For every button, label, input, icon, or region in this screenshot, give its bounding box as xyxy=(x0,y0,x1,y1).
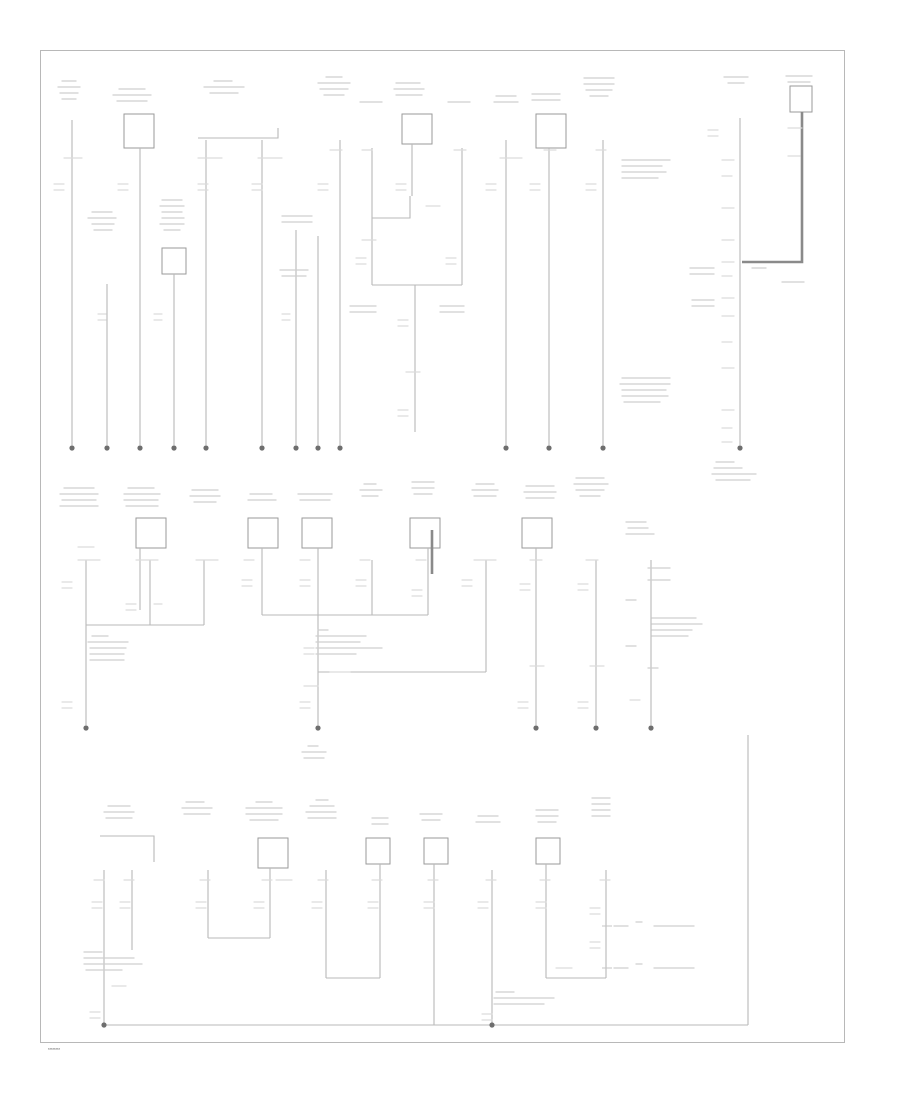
component-box xyxy=(535,113,567,149)
ground-terminal xyxy=(259,445,265,451)
ground-terminal xyxy=(737,445,743,451)
row3-component-boxes xyxy=(100,835,561,869)
ground-terminal xyxy=(203,445,209,451)
component-box xyxy=(401,113,433,145)
component-box xyxy=(161,247,187,275)
component-box xyxy=(789,85,813,113)
ground-terminal xyxy=(171,445,177,451)
ground-terminal xyxy=(315,445,321,451)
row1-wires xyxy=(71,112,804,445)
row3-ground-terminals xyxy=(101,1022,495,1028)
diagram-code: ▭▭▭▭ xyxy=(48,1046,61,1052)
row3-wires xyxy=(103,735,749,1026)
diagram-frame xyxy=(40,50,845,1043)
row2-wire-labels xyxy=(61,546,703,759)
component-box xyxy=(123,113,155,149)
ground-terminal xyxy=(137,445,143,451)
row1-wire-labels xyxy=(53,127,805,481)
row2-component-labels xyxy=(59,477,655,535)
row1-component-labels xyxy=(57,75,813,103)
row2-wires xyxy=(85,548,652,725)
connector-bracket xyxy=(198,128,279,139)
row3-wire-labels xyxy=(83,879,695,1021)
row2-ground-terminals xyxy=(83,725,654,731)
ground-terminal xyxy=(600,445,606,451)
ground-terminal xyxy=(546,445,552,451)
row1-component-boxes xyxy=(123,85,813,275)
row3-component-labels xyxy=(103,797,611,825)
heavy-ground-wire xyxy=(742,112,804,264)
row2-component-boxes xyxy=(135,517,553,574)
connector-bracket xyxy=(100,835,155,862)
ground-terminal xyxy=(337,445,343,451)
row1-ground-terminals xyxy=(69,445,743,451)
ground-terminal xyxy=(503,445,509,451)
ground-terminal xyxy=(104,445,110,451)
ground-terminal xyxy=(69,445,75,451)
ground-terminal xyxy=(293,445,299,451)
